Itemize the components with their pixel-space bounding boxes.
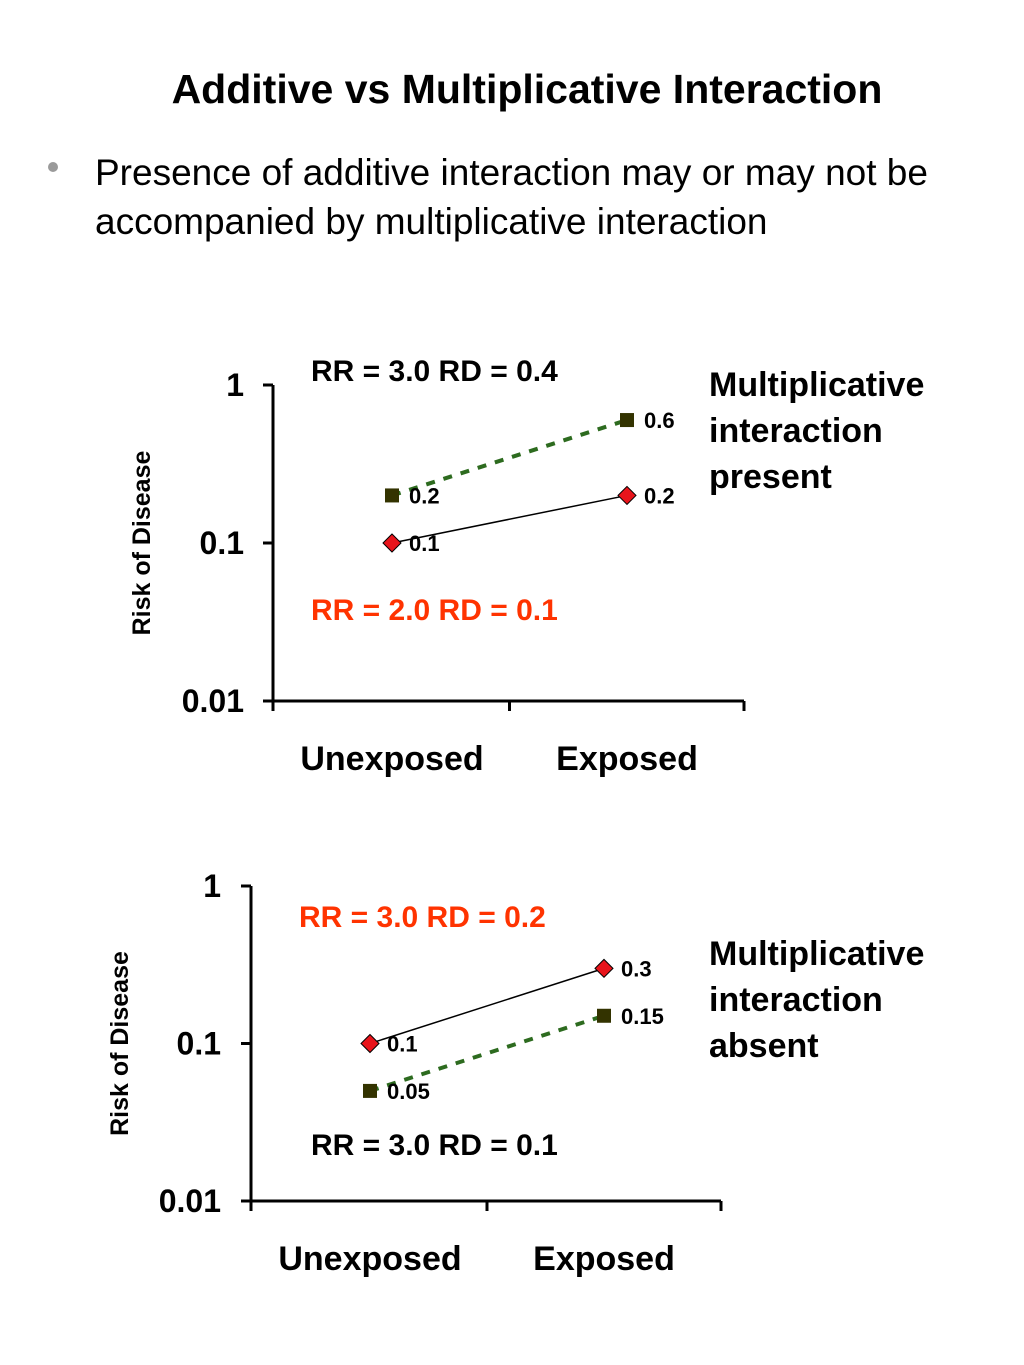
data-point-square	[597, 1008, 611, 1023]
data-point-square	[363, 1083, 377, 1098]
bullet-marker	[48, 162, 58, 172]
data-label: 0.15	[621, 1004, 664, 1029]
annotation: RR = 2.0 RD = 0.1	[311, 594, 558, 627]
x-tick-label: Unexposed	[300, 740, 483, 778]
series-line	[391, 418, 628, 498]
data-label: 0.2	[409, 483, 440, 508]
series-line	[369, 967, 605, 1045]
side-note-line: interaction	[709, 412, 883, 450]
data-point-diamond	[360, 1033, 380, 1054]
y-axis-title: Risk of Disease	[128, 451, 156, 636]
series-line	[369, 1013, 605, 1093]
data-label: 0.05	[387, 1079, 430, 1104]
y-tick-label: 0.01	[159, 1183, 221, 1219]
data-point-diamond	[594, 958, 614, 979]
data-point-diamond	[617, 485, 637, 506]
side-note-present: Multiplicative interaction present	[709, 362, 1009, 500]
data-point-diamond	[382, 533, 402, 553]
annotation: RR = 3.0 RD = 0.2	[299, 901, 546, 934]
data-label: 0.3	[621, 956, 652, 981]
data-label: 0.1	[409, 531, 440, 556]
x-tick-label: Exposed	[533, 1240, 675, 1278]
data-point-square	[385, 488, 399, 503]
y-tick-label: 0.01	[182, 683, 244, 719]
slide-title: Additive vs Multiplicative Interaction	[171, 66, 883, 112]
bullet-text: Presence of additive interaction may or …	[95, 152, 928, 242]
y-tick-label: 1	[226, 367, 244, 403]
data-label: 0.6	[644, 408, 675, 433]
side-note-line: present	[709, 458, 832, 496]
y-tick-label: 0.1	[177, 1026, 221, 1062]
side-note-line: Multiplicative	[709, 935, 925, 973]
y-tick-label: 0.1	[200, 525, 244, 561]
side-note-absent: Multiplicative interaction absent	[709, 931, 1009, 1069]
annotation: RR = 3.0 RD = 0.1	[311, 1129, 558, 1162]
data-label: 0.2	[644, 483, 675, 508]
side-note-line: interaction	[709, 981, 883, 1019]
side-note-line: Multiplicative	[709, 366, 925, 404]
y-axis-title: Risk of Disease	[106, 951, 134, 1136]
side-note-line: absent	[709, 1027, 819, 1065]
annotation: RR = 3.0 RD = 0.4	[311, 355, 558, 388]
x-tick-label: Exposed	[556, 740, 698, 778]
data-point-square	[620, 413, 634, 428]
y-tick-label: 1	[203, 868, 221, 904]
series-line	[391, 494, 628, 544]
data-label: 0.1	[387, 1032, 418, 1057]
x-tick-label: Unexposed	[278, 1240, 461, 1278]
